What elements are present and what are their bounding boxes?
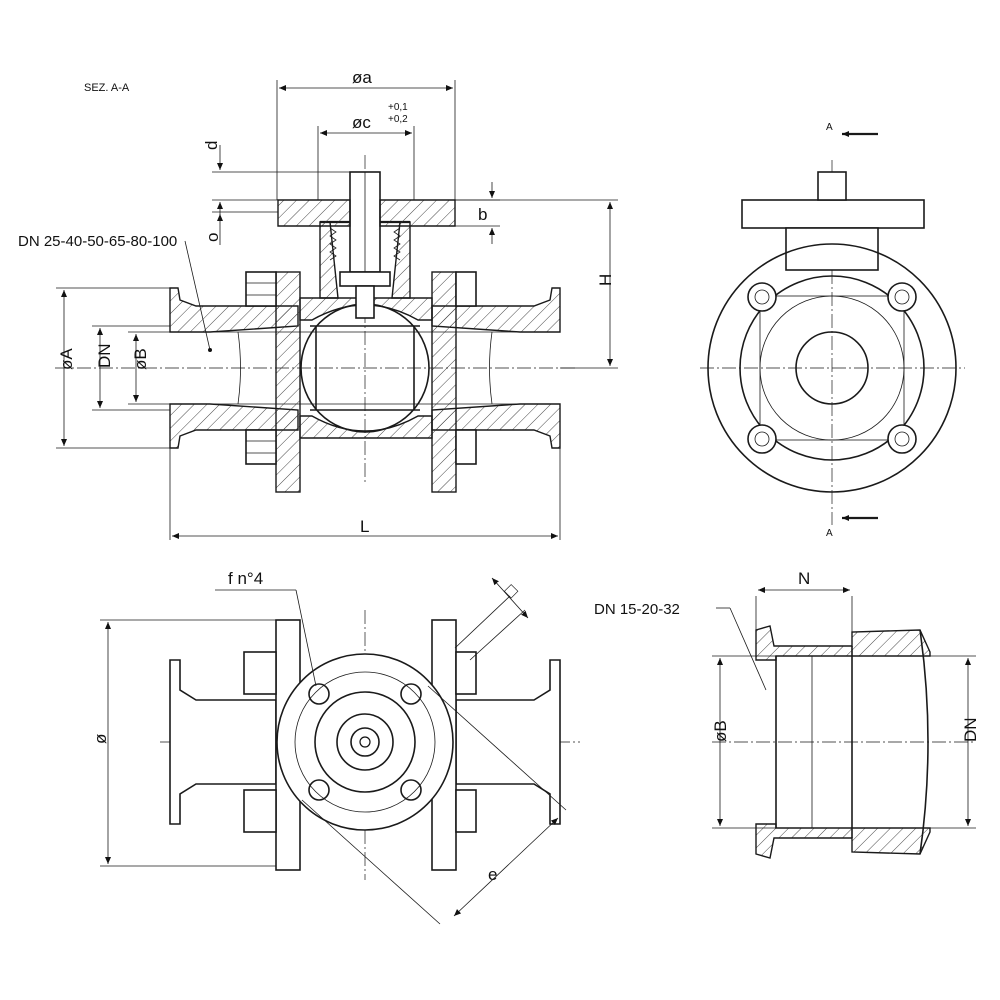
bolt-br — [887, 424, 917, 454]
side-view: A A — [700, 122, 965, 539]
small-dn-detail: N DN 15-20-32 øB DN — [594, 569, 980, 859]
dim-N: N — [798, 569, 810, 588]
tol-upper: +0,1 — [388, 102, 408, 113]
tol-lower: +0,2 — [388, 114, 408, 125]
bolt-tr — [887, 282, 917, 312]
dn-small-label: DN 15-20-32 — [594, 601, 680, 618]
dim-phi-a: øa — [352, 68, 372, 87]
section-mark-top: A — [826, 122, 833, 133]
dim-phi-B: øB — [131, 348, 150, 370]
section-view: øa øc +0,1 +0,2 d o b H øA — [18, 68, 618, 540]
bottom-view: f n°4 □ e ø — [91, 569, 580, 925]
dim-e: e — [488, 865, 497, 884]
bolt-bl — [747, 424, 777, 454]
dim-H: H — [596, 274, 615, 286]
dim-o: o — [203, 233, 222, 242]
dim-square: □ — [501, 581, 522, 602]
dim-f-n4: f n°4 — [228, 569, 263, 588]
dim-phi-A: øA — [57, 348, 76, 370]
dim-phi: ø — [91, 734, 110, 744]
dim-phi-c: øc — [352, 113, 371, 132]
section-label: SEZ. A-A — [84, 82, 130, 94]
bolt-tl — [747, 282, 777, 312]
dim-d: d — [202, 141, 221, 150]
section-mark-bottom: A — [826, 528, 833, 539]
dim-DN-small: DN — [961, 717, 980, 742]
dn-main-label: DN 25-40-50-65-80-100 — [18, 233, 177, 250]
dim-phi-B-small: øB — [711, 720, 730, 742]
dim-L: L — [360, 517, 369, 536]
dim-DN: DN — [95, 343, 114, 368]
dim-b: b — [478, 205, 487, 224]
